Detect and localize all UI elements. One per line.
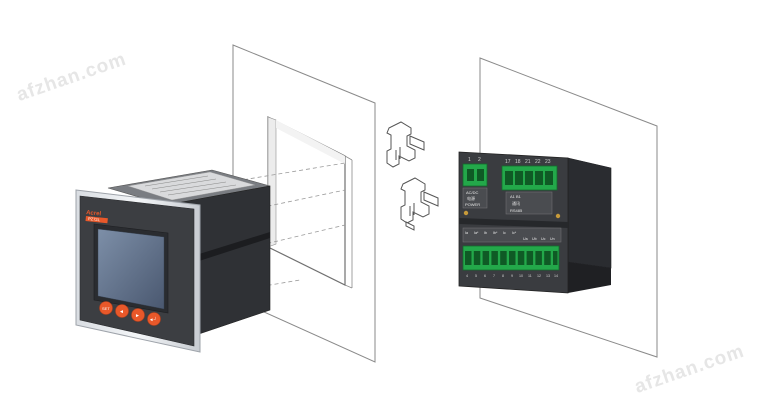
terminal-13: 13: [546, 274, 550, 278]
power-terminal-block: 1 2 AC/DC 电源 POWER: [462, 157, 488, 209]
comm-terminal-18: 18: [515, 159, 521, 165]
power-label-en: POWER: [465, 202, 480, 207]
left-button-label: ◄: [119, 309, 124, 315]
left-button[interactable]: [115, 304, 129, 318]
comm-terminal-23: 23: [545, 159, 551, 165]
comm-label-cn: 通讯: [512, 200, 520, 206]
terminal-6: 6: [484, 274, 486, 278]
label-uc: Uc: [541, 237, 546, 241]
label-ib-star: Ib*: [493, 231, 498, 235]
terminal-12: 12: [537, 274, 541, 278]
screw-icon: [463, 210, 469, 216]
terminal-7: 7: [493, 274, 495, 278]
right-button[interactable]: [131, 308, 145, 322]
terminal-9: 9: [511, 274, 513, 278]
model-tag-badge: [85, 215, 108, 224]
voltage-current-labels: Ia Ia* Ib Ib* Ic Ic* Ua Ub Uc Un: [462, 227, 562, 243]
label-ic: Ic: [503, 231, 506, 235]
top-label-sticker: [127, 171, 256, 201]
set-button-label: SET: [102, 306, 110, 311]
label-ua: Ua: [523, 237, 528, 241]
set-button[interactable]: [99, 301, 113, 315]
enter-button[interactable]: [147, 312, 161, 326]
label-un: Un: [550, 237, 555, 241]
label-ia: Ia: [465, 231, 468, 235]
terminal-14: 14: [554, 274, 558, 278]
comm-terminal-22: 22: [535, 159, 541, 165]
label-ia-star: Ia*: [474, 231, 479, 235]
terminal-10: 10: [519, 274, 523, 278]
mounting-clip-upper: [386, 121, 425, 168]
brand-label: Acrel: [86, 210, 102, 218]
terminal-11: 11: [528, 274, 532, 278]
comm-terminal-21: 21: [525, 159, 531, 165]
rear-device: 1 2 AC/DC 电源 POWER 17 18 21 22 23 A1 B1 …: [458, 151, 612, 294]
power-terminal-2: 2: [478, 157, 481, 163]
mounting-clip-lower: [400, 177, 439, 231]
label-ub: Ub: [532, 237, 537, 241]
terminal-5: 5: [475, 274, 477, 278]
front-device: Acrel PZ72L SET ◄ ► ◄┘: [75, 169, 271, 353]
screw-icon: [555, 213, 561, 219]
right-button-label: ►: [135, 313, 140, 319]
terminal-8: 8: [502, 274, 504, 278]
front-buttons: SET ◄ ► ◄┘: [99, 301, 161, 326]
comm-terminal-block: 17 18 21 22 23 A1 B1 通讯 RS485: [501, 159, 558, 215]
measurement-terminal-block: 4 5 6 7 8 9 10 11 12 13 14: [462, 245, 560, 278]
power-label-acdc: AC/DC: [466, 190, 479, 195]
label-ib: Ib: [484, 231, 487, 235]
power-label-cn: 电源: [467, 195, 475, 201]
lcd-screen: [97, 228, 165, 310]
enter-button-label: ◄┘: [149, 316, 157, 322]
label-ic-star: Ic*: [512, 231, 517, 235]
comm-terminal-17: 17: [505, 159, 511, 165]
comm-label-en: RS485: [510, 208, 523, 213]
terminal-4: 4: [466, 274, 468, 278]
model-tag-label: PZ72L: [88, 216, 101, 222]
comm-label-ab: A1 B1: [510, 194, 522, 199]
power-terminal-1: 1: [468, 157, 471, 163]
